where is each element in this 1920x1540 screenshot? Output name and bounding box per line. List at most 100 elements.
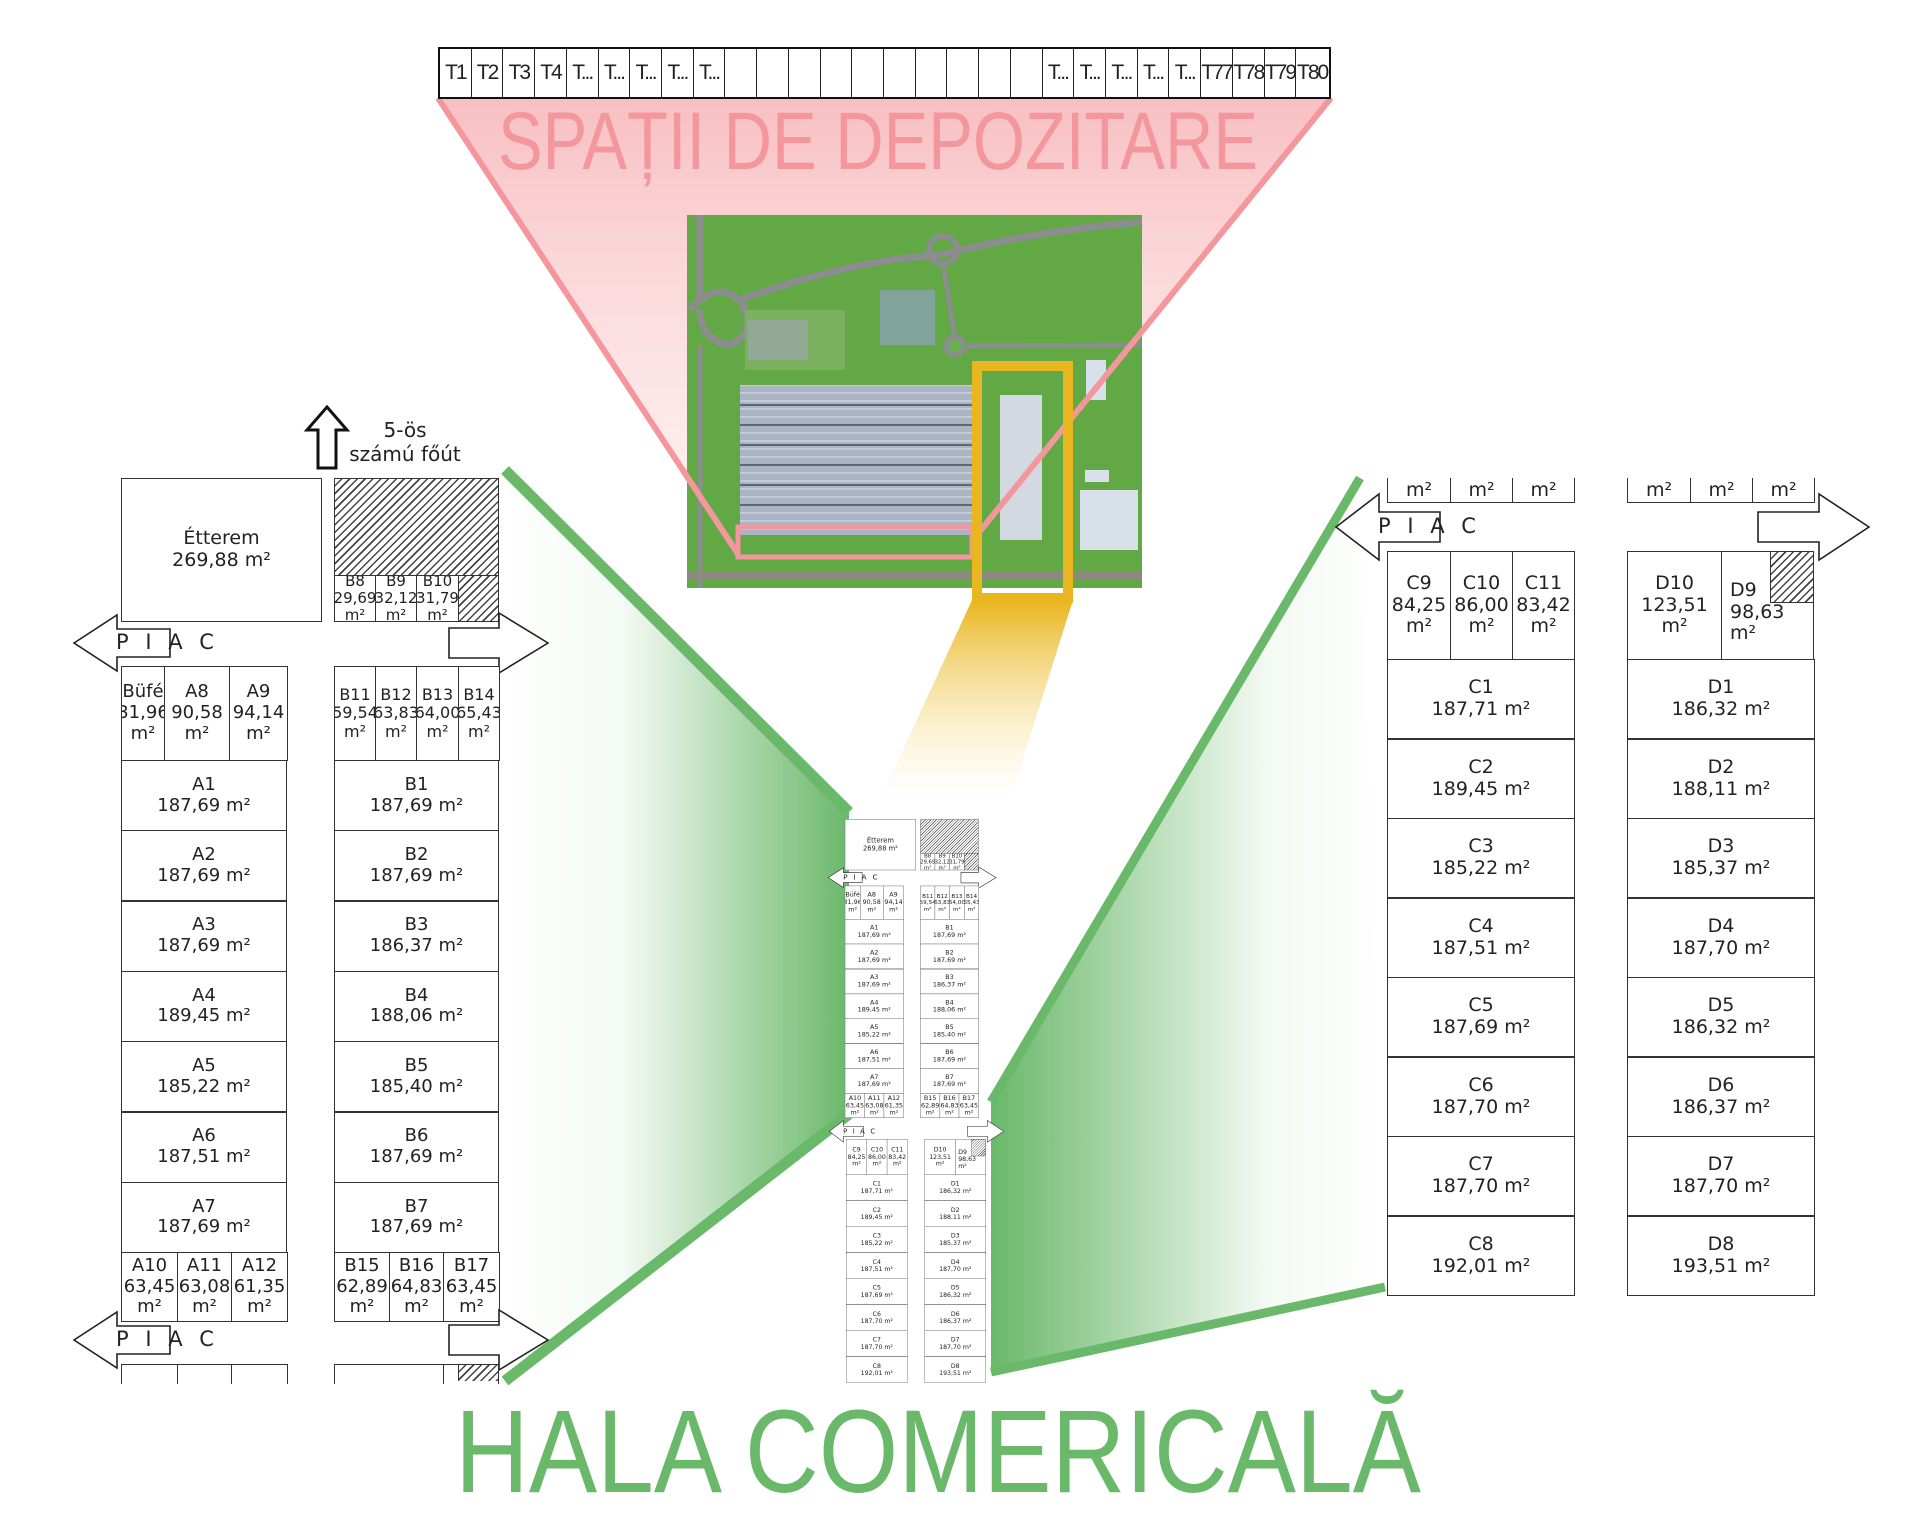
storage-unit-cell[interactable]: T... bbox=[567, 49, 599, 97]
storage-unit-cell[interactable] bbox=[947, 49, 980, 97]
storage-unit-cell[interactable]: T77 bbox=[1201, 49, 1234, 97]
shop-unit-partial[interactable]: m² bbox=[1690, 478, 1753, 503]
storage-unit-cell[interactable] bbox=[1011, 49, 1043, 97]
storage-unit-cell[interactable]: T78 bbox=[1233, 49, 1265, 97]
storage-unit-cell[interactable]: T... bbox=[1043, 49, 1075, 97]
storage-unit-cell[interactable] bbox=[916, 49, 948, 97]
storage-unit-cell[interactable]: T3 bbox=[503, 49, 536, 97]
storage-unit-cell[interactable] bbox=[789, 49, 821, 97]
shop-unit[interactable]: Büfé31,96m² bbox=[121, 666, 165, 761]
shop-unit-partial[interactable]: m² bbox=[1752, 478, 1815, 503]
shop-unit-partial[interactable]: m² bbox=[1512, 478, 1575, 503]
storage-unit-cell[interactable]: T79 bbox=[1265, 49, 1297, 97]
storage-unit-cell[interactable]: T... bbox=[599, 49, 631, 97]
storage-unit-cell[interactable]: T... bbox=[694, 49, 726, 97]
storage-unit-cell[interactable]: T... bbox=[662, 49, 694, 97]
storage-unit-cell[interactable]: T80 bbox=[1297, 61, 1329, 84]
storage-unit-cell[interactable]: T... bbox=[630, 49, 662, 97]
storage-unit-cell[interactable] bbox=[979, 49, 1011, 97]
storage-unit-cell[interactable] bbox=[852, 49, 884, 97]
storage-unit-cell[interactable] bbox=[884, 49, 916, 97]
storage-unit-cell[interactable]: T... bbox=[1169, 49, 1202, 97]
shop-unit-partial[interactable]: m² bbox=[1627, 478, 1691, 503]
storage-unit-cell[interactable] bbox=[725, 49, 758, 97]
storage-unit-cell[interactable]: T2 bbox=[472, 49, 504, 97]
shop-unit-partial[interactable]: m² bbox=[1387, 478, 1451, 503]
storage-unit-cell[interactable]: T1 bbox=[440, 49, 472, 97]
